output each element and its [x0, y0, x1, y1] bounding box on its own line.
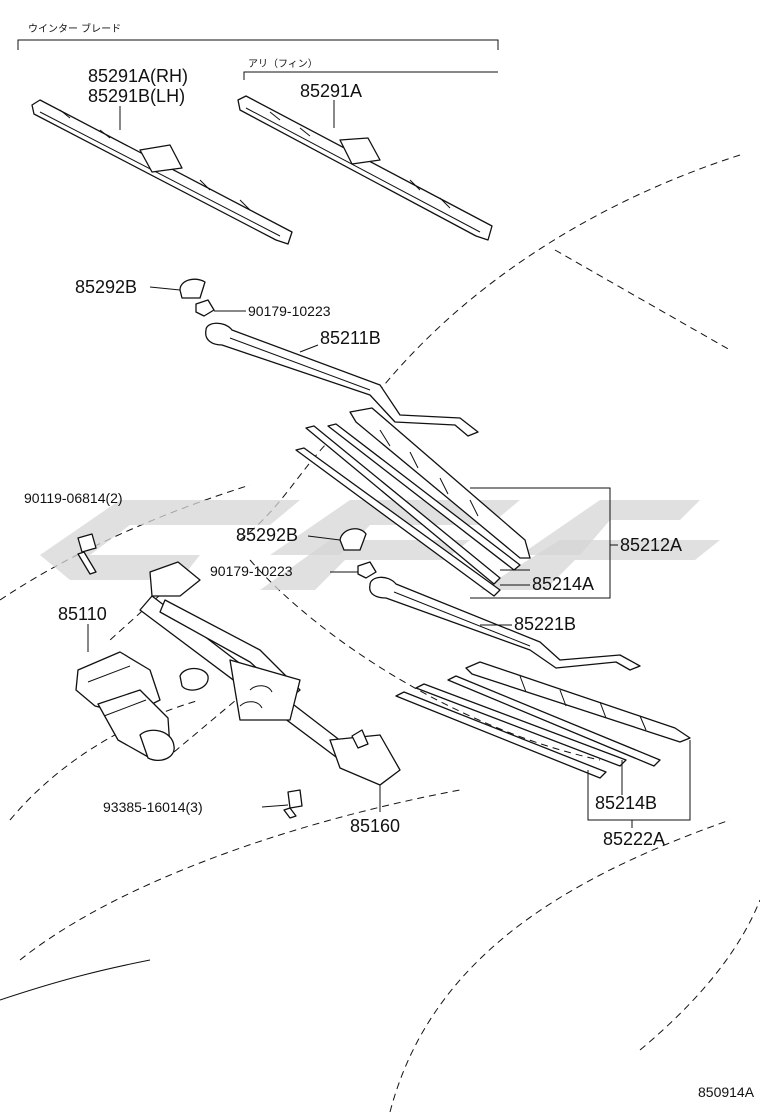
label-90119: 90119-06814(2)	[24, 490, 123, 506]
cap-85292B-top	[179, 278, 206, 299]
watermark-logo	[40, 500, 720, 590]
label-85222A: 85222A	[603, 829, 665, 849]
label-85221B: 85221B	[514, 614, 576, 634]
winter-blade-right	[237, 95, 493, 241]
motor-85110	[75, 651, 175, 761]
wiper-arm-85221B	[369, 576, 641, 671]
blade-assy-85212A	[295, 407, 531, 597]
bolt-93385	[283, 789, 303, 819]
winter-blade-left	[31, 99, 293, 245]
cap-85292B-mid	[339, 528, 367, 551]
label-85110: 85110	[58, 604, 107, 624]
section-label: ウインター ブレード	[28, 22, 121, 35]
label-85211B: 85211B	[320, 328, 381, 348]
diagram-code: 850914A	[698, 1084, 755, 1100]
header-bracket	[17, 39, 499, 80]
option-label: アリ（フィン）	[248, 58, 318, 70]
label-85214A: 85214A	[532, 574, 594, 594]
label-90179-top: 90179-10223	[248, 303, 331, 319]
label-85214B: 85214B	[595, 793, 657, 813]
label-93385: 93385-16014(3)	[103, 799, 203, 815]
nut-mid	[357, 561, 377, 579]
label-85292B-top: 85292B	[75, 277, 137, 297]
label-85160: 85160	[350, 816, 400, 836]
link-85160	[139, 561, 401, 786]
label-85291A-opt: 85291A	[300, 81, 362, 101]
nut-top	[195, 299, 215, 317]
label-85291B-LH: 85291B(LH)	[88, 86, 185, 106]
label-85291A-RH: 85291A(RH)	[88, 66, 188, 86]
bolt-90119	[77, 533, 97, 575]
label-90179-mid: 90179-10223	[210, 563, 293, 579]
label-85292B-mid: 85292B	[236, 525, 298, 545]
blade-assy-85222A	[395, 661, 691, 779]
wiper-arm-85211B	[205, 322, 479, 437]
body-outline	[0, 154, 760, 1112]
label-85212A: 85212A	[620, 535, 682, 555]
